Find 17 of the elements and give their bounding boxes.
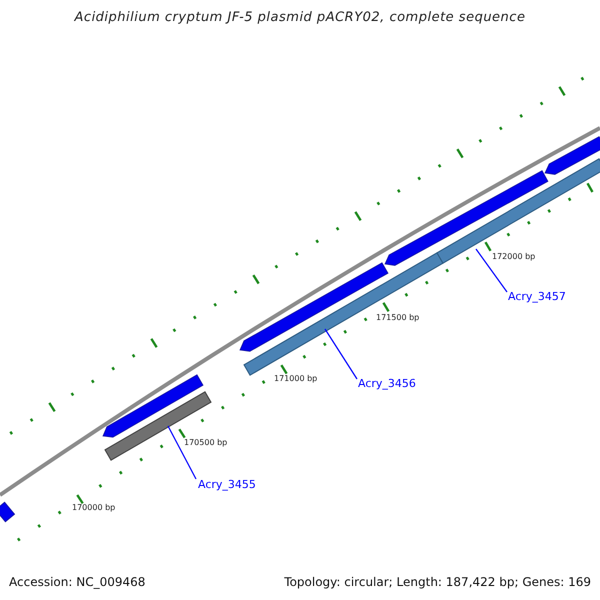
gene-label: Acry_3457 (508, 290, 566, 303)
leader-line (167, 426, 197, 480)
scale-label: 171000 bp (274, 374, 318, 383)
gene-bar (436, 158, 600, 264)
gene-label: Acry_3455 (198, 478, 256, 491)
scale-label: 170500 bp (184, 438, 228, 447)
scale-label: 172000 bp (492, 252, 536, 261)
leader-line (476, 248, 508, 292)
gene-label: Acry_3456 (358, 377, 416, 390)
gene-bar (104, 391, 212, 461)
accession-text: Accession: NC_009468 (9, 575, 146, 589)
scale-label: 171500 bp (376, 313, 420, 322)
leader-line (324, 328, 358, 380)
diagram-title: Acidiphilium cryptum JF-5 plasmid pACRY02, complete sequence (73, 10, 526, 25)
gene-bar (243, 252, 444, 376)
scale-label: 170000 bp (72, 503, 116, 512)
genome-info-text: Topology: circular; Length: 187,422 bp; Genes: 169 (284, 575, 591, 589)
